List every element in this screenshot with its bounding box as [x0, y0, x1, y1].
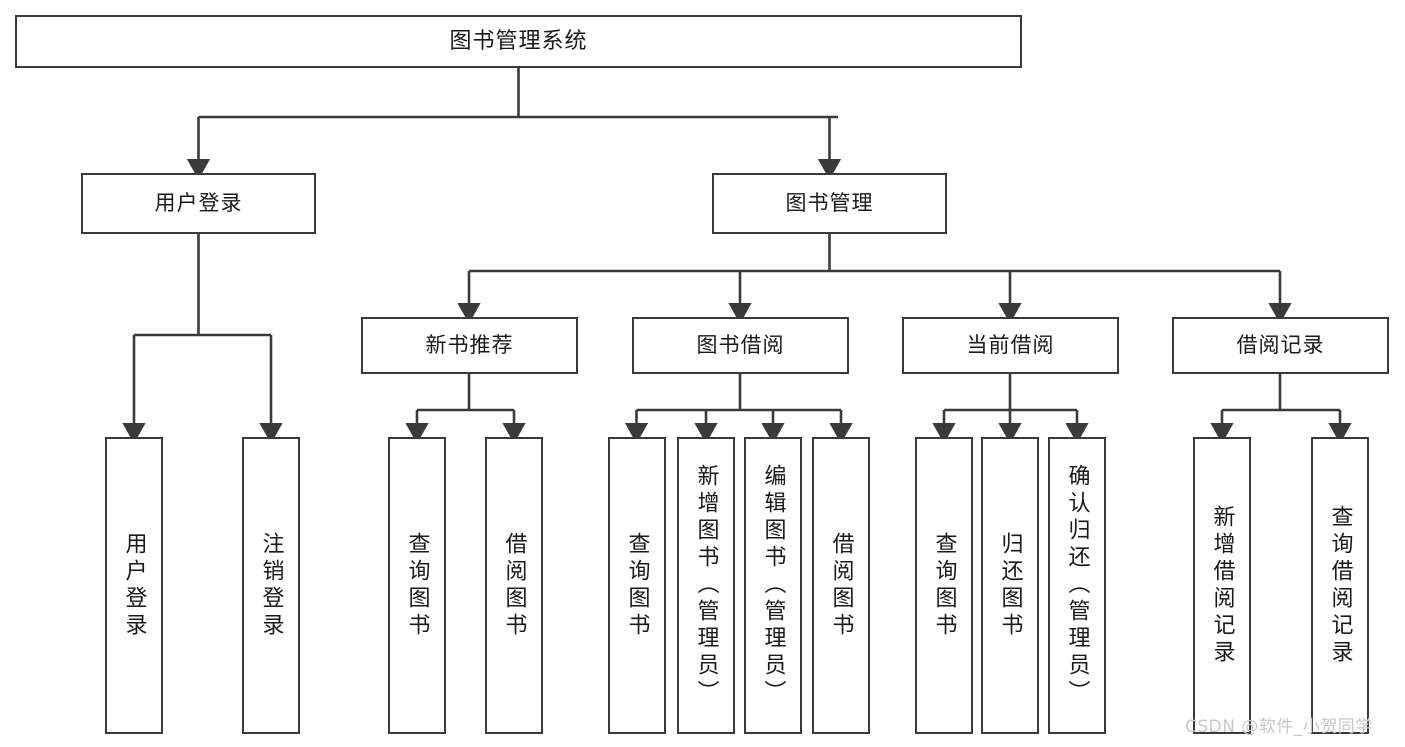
- leaf-label: 归还图书: [997, 531, 1023, 640]
- node-book-management-label: 图书管理: [785, 191, 874, 216]
- node-borrow-record[interactable]: 借阅记录: [1172, 317, 1389, 374]
- leaf-label: 新增借阅记录: [1209, 504, 1235, 667]
- leaf-label: 查询图书: [624, 531, 650, 640]
- node-book-management[interactable]: 图书管理: [712, 173, 947, 234]
- leaf-label: 注销登录: [258, 531, 284, 640]
- leaf-label: 编辑图书（管理员）: [760, 464, 786, 707]
- leaf-user-login-login[interactable]: 用户登录: [105, 437, 163, 734]
- leaf-new-book-query[interactable]: 查询图书: [388, 437, 446, 734]
- node-root-label: 图书管理系统: [449, 28, 588, 54]
- leaf-label: 借阅图书: [501, 531, 527, 640]
- leaf-borrow-add-book-admin[interactable]: 新增图书（管理员）: [677, 437, 735, 734]
- leaf-record-query-record[interactable]: 查询借阅记录: [1311, 437, 1369, 734]
- leaf-new-book-borrow[interactable]: 借阅图书: [485, 437, 543, 734]
- leaf-label: 新增图书（管理员）: [693, 464, 719, 707]
- leaf-record-add-record[interactable]: 新增借阅记录: [1193, 437, 1251, 734]
- watermark: CSDN @软件_小贺同学: [1185, 717, 1373, 737]
- node-user-login[interactable]: 用户登录: [81, 173, 316, 234]
- leaf-label: 确认归还（管理员）: [1064, 464, 1090, 707]
- node-root[interactable]: 图书管理系统: [15, 15, 1022, 68]
- leaf-user-login-logout[interactable]: 注销登录: [242, 437, 300, 734]
- leaf-borrow-edit-book-admin[interactable]: 编辑图书（管理员）: [744, 437, 802, 734]
- node-new-book-recommend-label: 新书推荐: [425, 333, 514, 358]
- leaf-label: 借阅图书: [828, 531, 854, 640]
- leaf-current-confirm-return-admin[interactable]: 确认归还（管理员）: [1048, 437, 1106, 734]
- leaf-borrow-query-book[interactable]: 查询图书: [608, 437, 666, 734]
- node-user-login-label: 用户登录: [154, 191, 243, 216]
- node-book-borrow-label: 图书借阅: [696, 333, 785, 358]
- node-new-book-recommend[interactable]: 新书推荐: [361, 317, 578, 374]
- node-current-borrow[interactable]: 当前借阅: [902, 317, 1119, 374]
- leaf-label: 查询图书: [931, 531, 957, 640]
- leaf-current-query-book[interactable]: 查询图书: [915, 437, 973, 734]
- node-book-borrow[interactable]: 图书借阅: [632, 317, 849, 374]
- leaf-label: 查询图书: [404, 531, 430, 640]
- leaf-borrow-borrow-book[interactable]: 借阅图书: [812, 437, 870, 734]
- node-borrow-record-label: 借阅记录: [1236, 333, 1325, 358]
- node-current-borrow-label: 当前借阅: [966, 333, 1055, 358]
- leaf-label: 查询借阅记录: [1327, 504, 1353, 667]
- leaf-current-return-book[interactable]: 归还图书: [981, 437, 1039, 734]
- leaf-label: 用户登录: [121, 531, 147, 640]
